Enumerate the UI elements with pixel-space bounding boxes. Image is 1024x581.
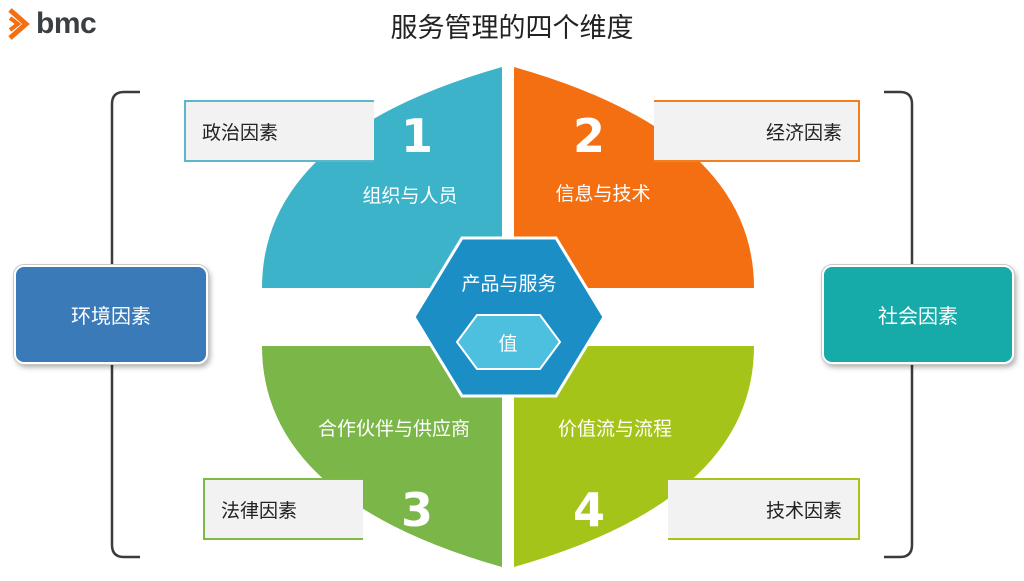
economic-factor-box: 经济因素 <box>654 100 860 162</box>
logo-text: bmc <box>36 7 97 40</box>
environment-factor-box: 环境因素 <box>14 265 208 364</box>
page-title: 服务管理的四个维度 <box>390 13 634 44</box>
political-factor-box: 政治因素 <box>184 100 374 162</box>
quadrant-1-label: 组织与人员 <box>362 185 457 207</box>
value-hexagon-shape <box>455 314 562 370</box>
technology-factor-box: 技术因素 <box>668 478 860 540</box>
quadrant-3-number: 3 <box>401 483 433 537</box>
quadrant-1 <box>262 67 502 288</box>
center-label: 产品与服务 <box>461 273 556 295</box>
bmc-logo: bmc <box>6 6 97 42</box>
quadrant-2-label: 信息与技术 <box>555 183 650 205</box>
quadrant-2 <box>514 67 754 288</box>
quadrant-4-number: 4 <box>573 483 605 537</box>
quadrant-3 <box>262 346 502 567</box>
quadrant-1-number: 1 <box>401 109 433 163</box>
quadrant-2-number: 2 <box>573 109 605 163</box>
quadrant-3-label: 合作伙伴与供应商 <box>318 418 470 440</box>
social-factor-box: 社会因素 <box>822 265 1014 364</box>
value-label: 值 <box>498 333 517 355</box>
quadrant-4-label: 价值流与流程 <box>558 418 672 440</box>
bmc-chevron-icon <box>8 8 30 40</box>
quadrant-4 <box>514 346 754 567</box>
legal-factor-box: 法律因素 <box>203 478 363 540</box>
